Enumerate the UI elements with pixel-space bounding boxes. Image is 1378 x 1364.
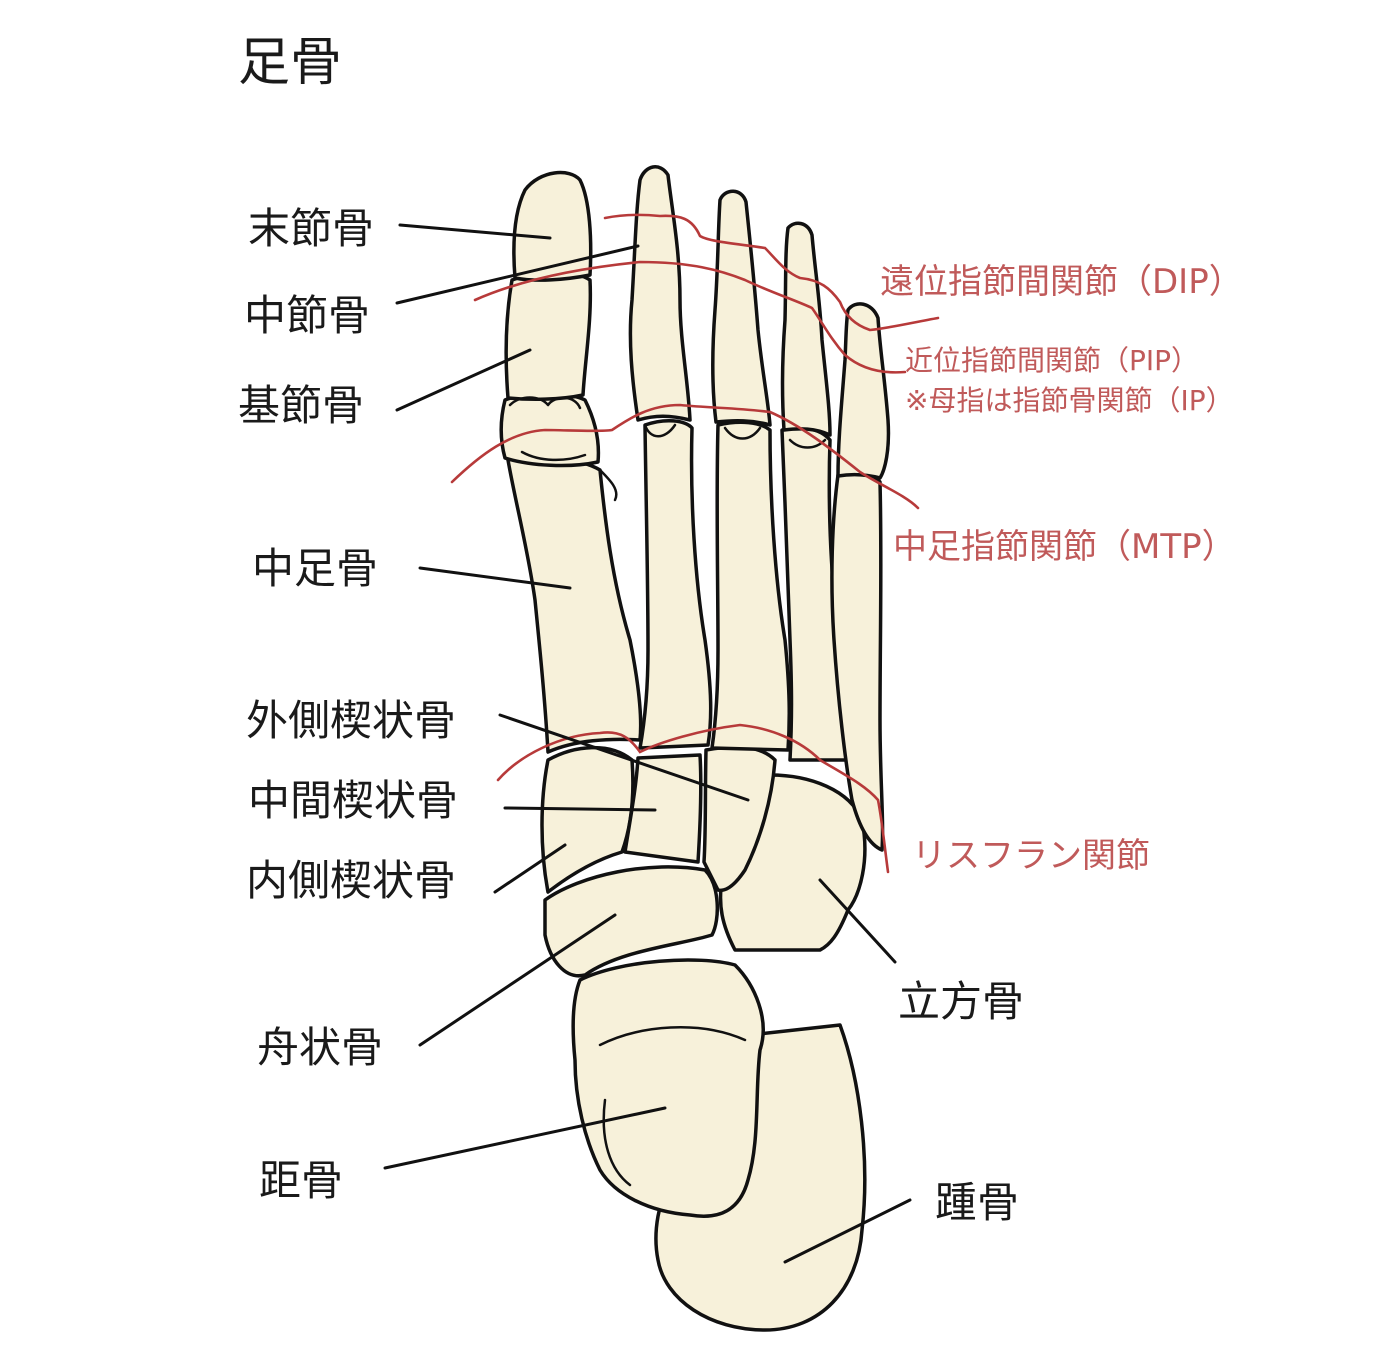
metatarsal-1 — [506, 455, 643, 754]
label-mtp-joint: 中足指節関節（MTP） — [893, 527, 1236, 567]
metatarsal-3 — [710, 420, 791, 752]
foot-skeleton — [499, 165, 891, 1332]
leader-calcaneus — [783, 1198, 912, 1264]
leader-intermediate-cuneiform — [503, 806, 657, 812]
lisfranc-joint-line — [496, 723, 890, 874]
joint-lines — [450, 213, 940, 874]
label-dip-joint: 遠位指節間関節（DIP） — [880, 262, 1243, 302]
joint-labels: 遠位指節間関節（DIP） 近位指節間関節（PIP） ※母指は指節骨関節（IP） … — [880, 262, 1243, 876]
leader-proximal-phalanx — [395, 348, 532, 412]
toe4-phalanges — [780, 221, 832, 437]
metatarsal-2 — [638, 419, 713, 750]
label-medial-cuneiform: 内側楔状骨 — [246, 856, 456, 905]
dip-joint-line — [603, 213, 940, 332]
medial-cuneiform-bone — [540, 745, 635, 894]
leader-medial-cuneiform — [493, 843, 567, 894]
diagram-title: 足骨 — [238, 33, 342, 93]
label-cuboid: 立方骨 — [898, 977, 1024, 1026]
bone-labels: 末節骨 中節骨 基節骨 中足骨 外側楔状骨 中間楔状骨 内側楔状骨 舟状骨 距骨… — [238, 204, 1024, 1227]
talus-head-line — [598, 1026, 747, 1187]
label-navicular: 舟状骨 — [257, 1023, 383, 1072]
hallux-distal-phalanx — [512, 170, 593, 282]
leader-lines — [383, 223, 912, 1264]
leader-navicular — [418, 913, 617, 1047]
hallux-shaft — [504, 270, 593, 401]
lateral-cuneiform-bone — [702, 745, 777, 893]
leader-lateral-cuneiform — [498, 713, 750, 802]
bone-detail-lines — [508, 396, 827, 502]
leader-middle-phalanx — [395, 244, 640, 305]
label-intermediate-cuneiform: 中間楔状骨 — [248, 776, 458, 825]
label-middle-phalanx: 中節骨 — [244, 291, 370, 340]
label-ip-note: ※母指は指節骨関節（IP） — [905, 384, 1234, 417]
label-metatarsal: 中足骨 — [252, 544, 378, 593]
metatarsal-5 — [830, 470, 885, 852]
toe5-phalanges — [836, 302, 891, 480]
intermediate-cuneiform-bone — [623, 753, 703, 864]
toe2-phalanges — [628, 165, 692, 422]
label-lisfranc-joint: リスフラン関節 — [912, 836, 1150, 876]
pip-joint-line — [473, 260, 907, 374]
toe3-phalanges — [711, 189, 772, 427]
leader-cuboid — [818, 878, 897, 964]
leader-metatarsal — [418, 566, 572, 590]
label-proximal-phalanx: 基節骨 — [238, 381, 364, 430]
label-talus: 距骨 — [259, 1156, 343, 1205]
label-calcaneus: 踵骨 — [935, 1178, 1019, 1227]
leader-distal-phalanx — [398, 223, 552, 240]
label-lateral-cuneiform: 外側楔状骨 — [246, 696, 456, 745]
mtp-joint-line — [450, 403, 920, 510]
label-pip-joint: 近位指節間関節（PIP） — [905, 344, 1199, 377]
talus-bone — [571, 958, 765, 1218]
leader-talus — [383, 1106, 667, 1170]
label-distal-phalanx: 末節骨 — [248, 204, 374, 253]
navicular-bone — [543, 865, 720, 978]
